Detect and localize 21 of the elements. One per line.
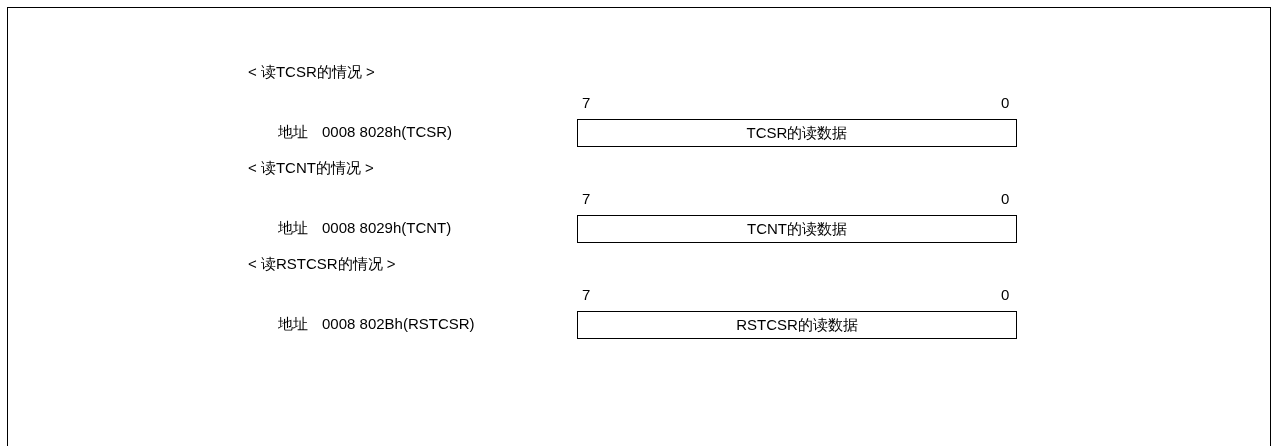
bit-number: 7: [582, 190, 591, 208]
bit-number: 0: [1001, 190, 1010, 208]
register-box: [577, 311, 1017, 339]
bit-number: 0: [1001, 94, 1010, 112]
register-data-text: RSTCSR的读数据: [736, 315, 858, 335]
section-heading: < 读TCNT的情况 >: [248, 159, 374, 177]
register-data-text: TCSR的读数据: [746, 123, 848, 143]
section-heading: < 读RSTCSR的情况 >: [248, 255, 396, 273]
bit-number: 7: [582, 286, 591, 304]
bit-number: 7: [582, 94, 591, 112]
register-box: [577, 119, 1017, 147]
bit-number: 0: [1001, 286, 1010, 304]
address-value: 0008 8028h(TCSR): [322, 123, 453, 141]
register-box: [577, 215, 1017, 243]
section-heading: < 读TCSR的情况 >: [248, 63, 375, 81]
address-label: 地址: [278, 315, 308, 333]
address-value: 0008 802Bh(RSTCSR): [322, 315, 475, 333]
register-data-text: TCNT的读数据: [747, 219, 847, 239]
address-value: 0008 8029h(TCNT): [322, 219, 452, 237]
address-label: 地址: [278, 123, 308, 141]
address-label: 地址: [278, 219, 308, 237]
